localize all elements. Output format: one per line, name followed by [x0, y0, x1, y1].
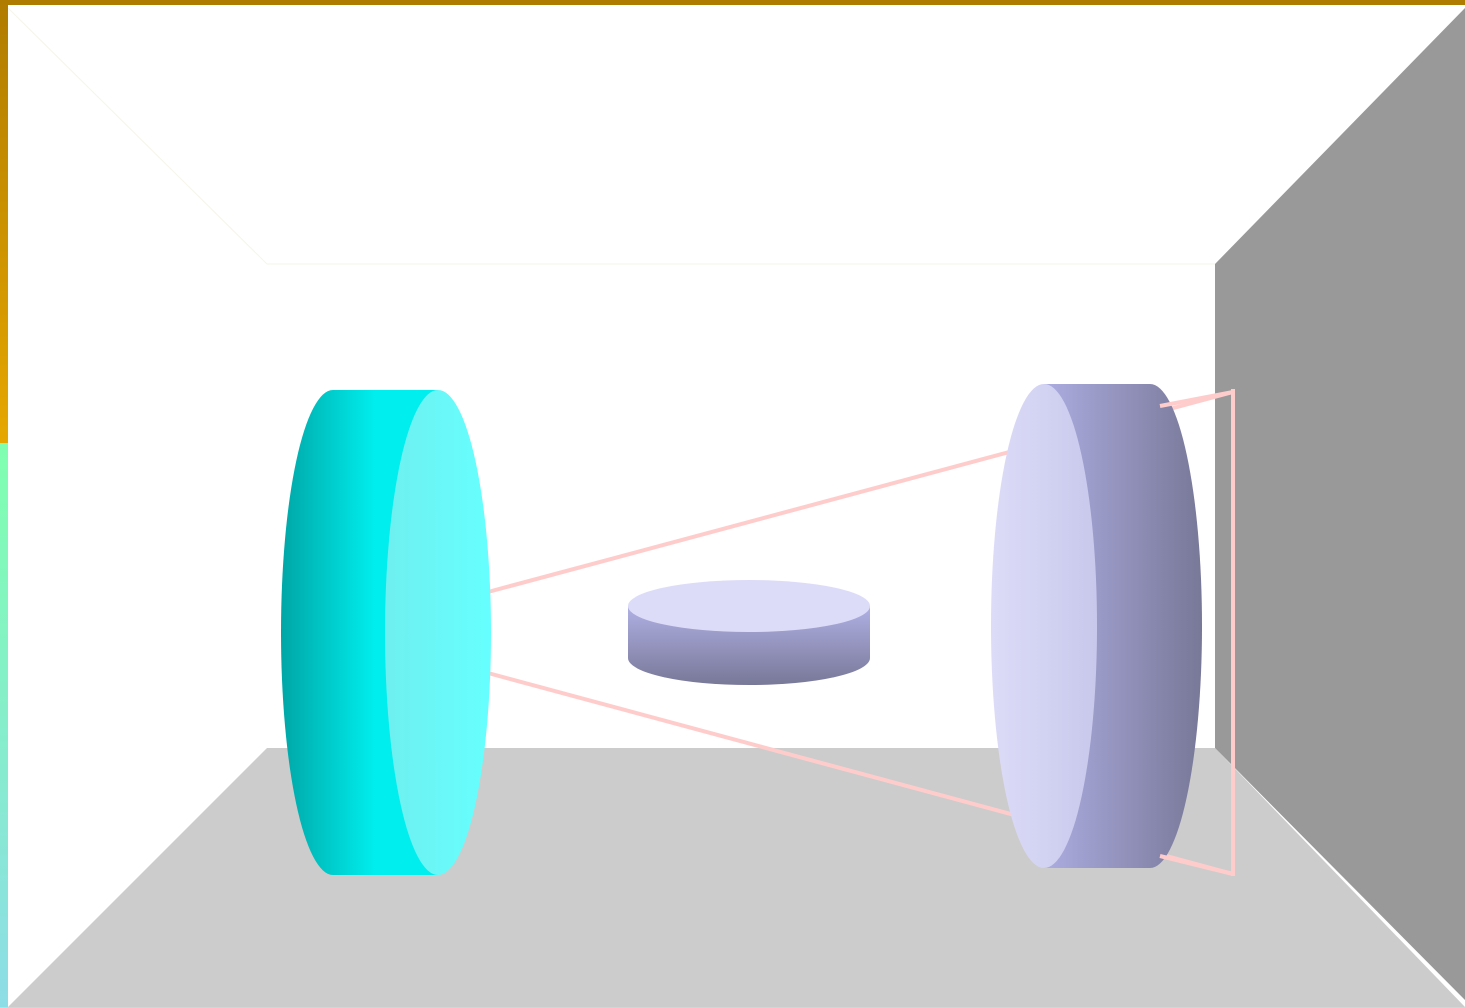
middle-lavender-puck [628, 580, 870, 685]
right-disc-face [991, 384, 1097, 868]
right-lavender-disc [991, 384, 1202, 868]
frame-top-edge [0, 0, 1465, 5]
left-cyan-disc [281, 390, 491, 875]
puck-top [628, 580, 870, 632]
frame-left-edge [0, 0, 8, 1007]
left-disc-face [385, 390, 491, 875]
